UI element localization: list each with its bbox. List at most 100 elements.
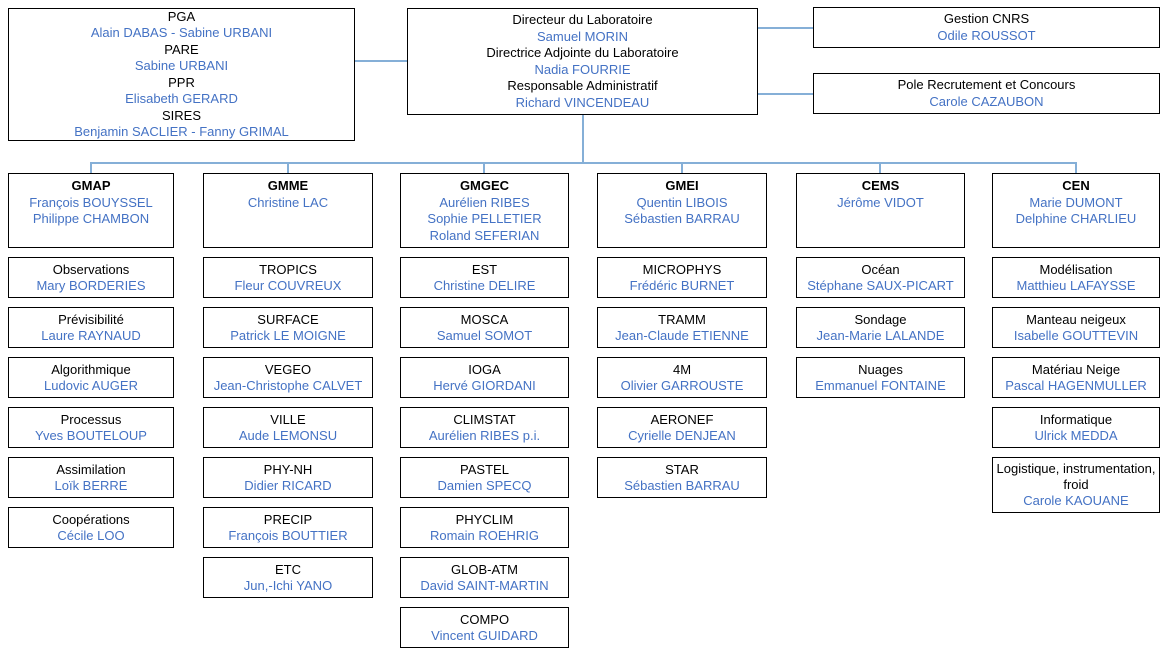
person-name: Carole KAOUANE	[1023, 493, 1129, 508]
unit-label: TROPICS	[259, 261, 317, 277]
unit-label: Pole Recrutement et Concours	[897, 77, 1076, 92]
unit-label: PHY-NH	[263, 461, 313, 477]
person-name: Quentin LIBOIS	[636, 194, 728, 210]
person-name: Patrick LE MOIGNE	[230, 327, 346, 343]
person-name: Christine LAC	[247, 194, 329, 210]
person-name: Jean-Claude ETIENNE	[615, 327, 749, 343]
unit-label: SURFACE	[257, 311, 319, 327]
person-name: Jun,-Ichi YANO	[243, 577, 333, 593]
unit-label: PRECIP	[263, 511, 313, 527]
person-name: Isabelle GOUTTEVIN	[1013, 327, 1139, 343]
unit-label: STAR	[665, 461, 699, 477]
person-name: Delphine CHARLIEU	[1015, 211, 1137, 226]
person-name: Roland SEFERIAN	[429, 227, 540, 243]
connector-stub-cems	[879, 162, 881, 174]
person-name: Pascal HAGENMULLER	[1005, 377, 1147, 393]
person-name: Matthieu LAFAYSSE	[1016, 277, 1136, 293]
person-name: Ludovic AUGER	[44, 377, 138, 393]
person-name: Nadia FOURRIE	[534, 61, 631, 77]
dept-code: GMGEC	[459, 178, 510, 193]
unit-label: PARE	[164, 41, 199, 57]
person-name: Carole CAZAUBON	[929, 93, 1044, 109]
person-name: Samuel MORIN	[536, 28, 629, 44]
person-name: Olivier GARROUSTE	[620, 377, 744, 393]
unit-label: Manteau neigeux	[1026, 311, 1126, 327]
person-name: Richard VINCENDEAU	[515, 94, 650, 110]
person-name: Alain DABAS - Sabine URBANI	[90, 25, 273, 40]
person-name: Loïk BERRE	[54, 477, 128, 493]
dept-code: GMME	[267, 178, 309, 193]
unit-label: SIRES	[161, 107, 201, 123]
person-name: Cécile LOO	[57, 527, 125, 543]
connector-stub-gmme	[287, 162, 289, 174]
person-name: Yves BOUTELOUP	[35, 427, 147, 443]
person-name: Jean-Marie LALANDE	[816, 327, 945, 343]
unit-label: VILLE	[270, 411, 306, 427]
unit-label: MOSCA	[460, 311, 509, 327]
unit-label: MICROPHYS	[642, 261, 722, 277]
person-name: Sébastien BARRAU	[624, 211, 740, 226]
person-name: Benjamin SACLIER - Fanny GRIMAL	[74, 124, 289, 139]
connector-direction-gestion	[758, 27, 813, 29]
unit-label: CLIMSTAT	[453, 411, 516, 427]
connector-stub-gmei	[681, 162, 683, 174]
unit-label: PGA	[167, 8, 196, 24]
unit-label: VEGEO	[264, 361, 312, 377]
unit-label: COMPO	[459, 611, 510, 627]
unit-label: ETC	[275, 561, 301, 577]
connector-departments-rail	[91, 162, 1077, 164]
unit-label: 4M	[672, 361, 692, 377]
unit-label: Logistique, instrumentation, froid	[996, 461, 1156, 492]
person-name: Jérôme VIDOT	[837, 194, 924, 210]
unit-label: Directrice Adjointe du Laboratoire	[486, 45, 679, 60]
unit-label: TRAMM	[658, 311, 706, 327]
unit-label: Processus	[60, 411, 122, 427]
person-name: Hervé GIORDANI	[433, 377, 536, 393]
unit-label: PASTEL	[460, 461, 509, 477]
person-name: Stéphane SAUX-PICART	[807, 277, 954, 293]
dept-code: CEN	[1062, 178, 1090, 193]
person-name: Christine DELIRE	[433, 277, 536, 293]
person-name: Laure RAYNAUD	[41, 327, 141, 343]
unit-label: Sondage	[854, 311, 907, 327]
unit-label: PPR	[168, 74, 195, 90]
person-name: Cyrielle DENJEAN	[628, 427, 736, 443]
unit-label: PHYCLIM	[455, 511, 514, 527]
person-name: Marie DUMONT	[1029, 194, 1123, 210]
person-name: Ulrick MEDDA	[1034, 427, 1118, 443]
person-name: Vincent GUIDARD	[431, 627, 538, 643]
person-name: Aurélien RIBES p.i.	[428, 427, 541, 443]
unit-label: AERONEF	[650, 411, 714, 427]
person-name: Emmanuel FONTAINE	[815, 377, 946, 393]
unit-label: Nuages	[858, 361, 903, 377]
dept-code: GMEI	[665, 178, 699, 193]
